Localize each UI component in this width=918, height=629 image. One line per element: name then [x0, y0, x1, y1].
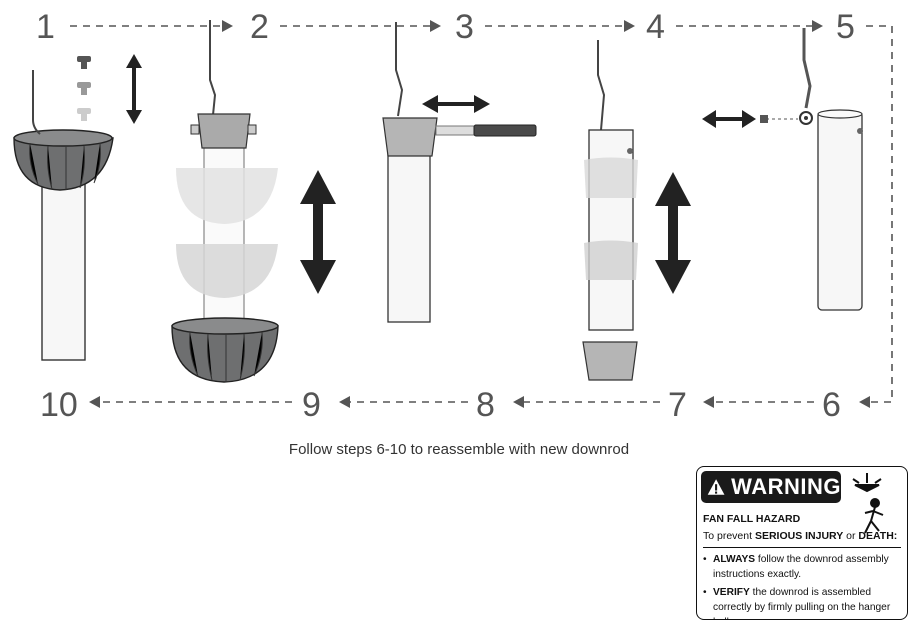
double-arrow-icon — [655, 172, 691, 294]
step-number-9: 9 — [302, 386, 321, 420]
warning-hazard: FAN FALL HAZARD — [703, 513, 801, 525]
step-2-illustration — [171, 20, 336, 383]
warning-title: WARNING — [731, 474, 841, 499]
prevent-injury: SERIOUS INJURY — [754, 530, 844, 542]
warning-item-always: • ALWAYS follow the downrod assembly ins… — [703, 554, 889, 580]
warning-triangle-icon — [707, 479, 725, 495]
step-number-10: 10 — [40, 386, 78, 420]
warning-list: • ALWAYS follow the downrod assembly ins… — [703, 552, 903, 619]
prevent-mid: or — [843, 530, 859, 542]
step-number-1: 1 — [36, 8, 55, 46]
screw-icons — [77, 56, 91, 121]
warning-item-text: follow the downrod assembly instructions… — [713, 554, 889, 580]
reassemble-instruction: Follow steps 6-10 to reassemble with new… — [288, 441, 630, 458]
prevent-death: DEATH: — [858, 530, 898, 542]
step-number-4: 4 — [646, 8, 665, 46]
double-arrow-icon — [126, 54, 142, 124]
step-5-illustration — [702, 28, 863, 311]
flow-arrows-top — [70, 25, 893, 403]
prevent-prefix: To prevent — [703, 530, 755, 542]
warning-item-text: the downrod is assembled correctly by fi… — [713, 587, 891, 619]
step-number-2: 2 — [250, 8, 269, 46]
double-arrow-icon — [702, 110, 756, 128]
falling-person-icon — [852, 473, 884, 534]
step-4-illustration — [582, 40, 691, 381]
step-1-illustration — [13, 54, 142, 361]
step-3-illustration — [382, 22, 537, 323]
warning-prevent: To prevent SERIOUS INJURY or DEATH: — [703, 530, 897, 542]
step-number-6: 6 — [822, 386, 841, 420]
warning-label: WARNING FAN FALL HAZARD To prevent SERIO… — [696, 466, 908, 620]
double-arrow-icon — [300, 170, 336, 294]
double-arrow-icon — [422, 95, 490, 113]
step-number-8: 8 — [476, 386, 495, 420]
step-number-7: 7 — [668, 386, 687, 420]
warning-header: WARNING — [701, 471, 841, 503]
step-number-5: 5 — [836, 8, 855, 46]
assembly-diagram: 1 2 3 4 5 10 9 8 7 6 — [13, 8, 893, 420]
warning-item-bold: ALWAYS — [713, 554, 756, 565]
warning-item-bold: VERIFY — [713, 587, 750, 598]
step-number-3: 3 — [455, 8, 474, 46]
warning-divider — [703, 547, 901, 548]
warning-item-verify: • VERIFY the downrod is assembled correc… — [703, 585, 903, 619]
